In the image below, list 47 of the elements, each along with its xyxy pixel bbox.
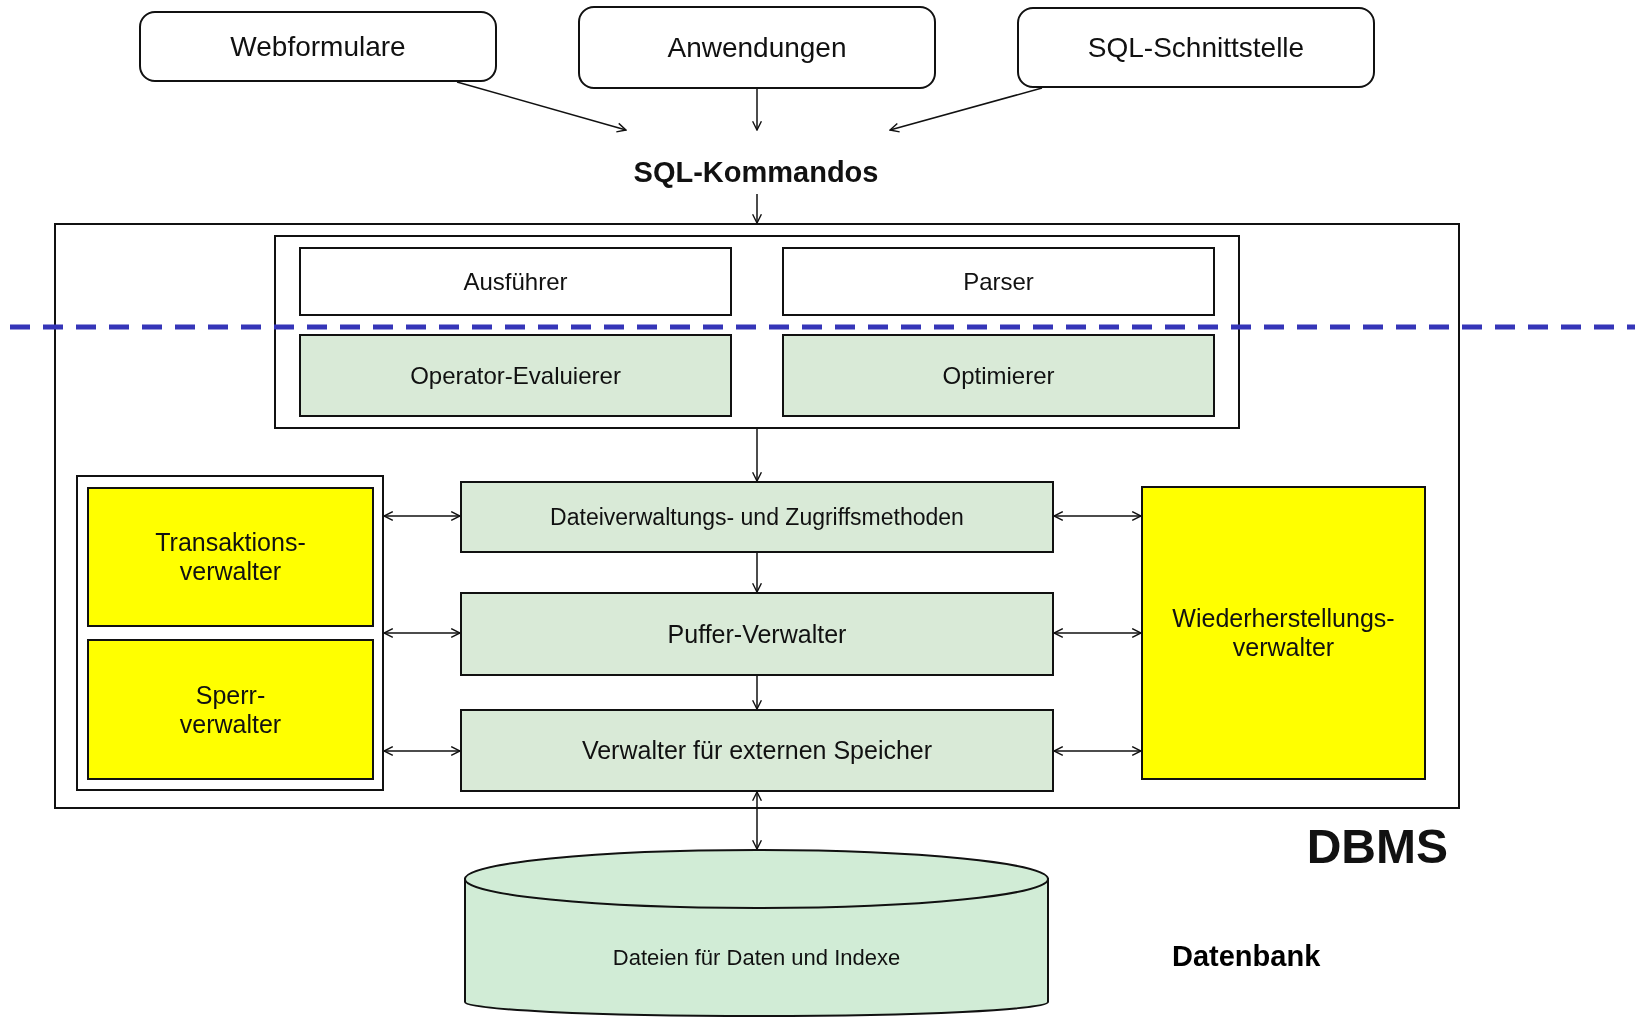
- flow-label-text: SQL-Kommandos: [633, 155, 879, 189]
- arrow: [751, 675, 763, 710]
- arrow: [1053, 627, 1142, 639]
- group-box: [274, 235, 1240, 429]
- component-box: [782, 334, 1215, 417]
- manager-box: [87, 487, 374, 627]
- component-box: [782, 247, 1215, 316]
- arrow: [383, 510, 461, 522]
- box-label: SQL-Schnittstelle: [1087, 31, 1305, 64]
- arrow: [751, 428, 763, 482]
- box-label: Anwendungen: [667, 31, 847, 64]
- input-source-box: [578, 6, 936, 89]
- database-label: Datenbank: [1172, 940, 1321, 973]
- input-source-box: [139, 11, 497, 82]
- box-label: Ausführer: [463, 267, 568, 296]
- arrow: [751, 88, 763, 131]
- box-label: Operator-Evaluierer: [410, 361, 621, 390]
- arrow: [1053, 745, 1142, 757]
- arrow: [1053, 510, 1142, 522]
- box-label: Dateiverwaltungs- und Zugriffsmethoden: [550, 503, 964, 531]
- box-label: Webformulare: [230, 30, 406, 63]
- box-label: Dateien für Daten und Indexe: [612, 945, 901, 971]
- arrow: [456, 81, 627, 133]
- component-box: [299, 334, 732, 417]
- database-cylinder: [464, 849, 1049, 1017]
- arrow: [383, 627, 461, 639]
- arrow: [383, 745, 461, 757]
- arrow: [889, 87, 1043, 133]
- component-box: [299, 247, 732, 316]
- box-label: Sperr- verwalter: [178, 680, 283, 739]
- box-label: Puffer-Verwalter: [667, 619, 847, 649]
- box-label: Verwalter für externen Speicher: [581, 736, 933, 765]
- manager-box: [1141, 486, 1426, 780]
- arrow: [751, 552, 763, 593]
- box-label: Wiederherstellungs- verwalter: [1171, 604, 1396, 662]
- box-label: Transaktions- verwalter: [154, 528, 307, 586]
- component-box: [460, 592, 1054, 676]
- component-box: [460, 709, 1054, 792]
- input-source-box: [1017, 7, 1375, 88]
- group-box: [76, 475, 384, 791]
- box-label: Parser: [963, 267, 1034, 296]
- manager-box: [87, 639, 374, 780]
- arrow: [751, 193, 763, 224]
- arrow: [751, 791, 763, 850]
- box-label: Optimierer: [942, 361, 1055, 390]
- system-title: DBMS: [1306, 819, 1448, 874]
- component-box: [460, 481, 1054, 553]
